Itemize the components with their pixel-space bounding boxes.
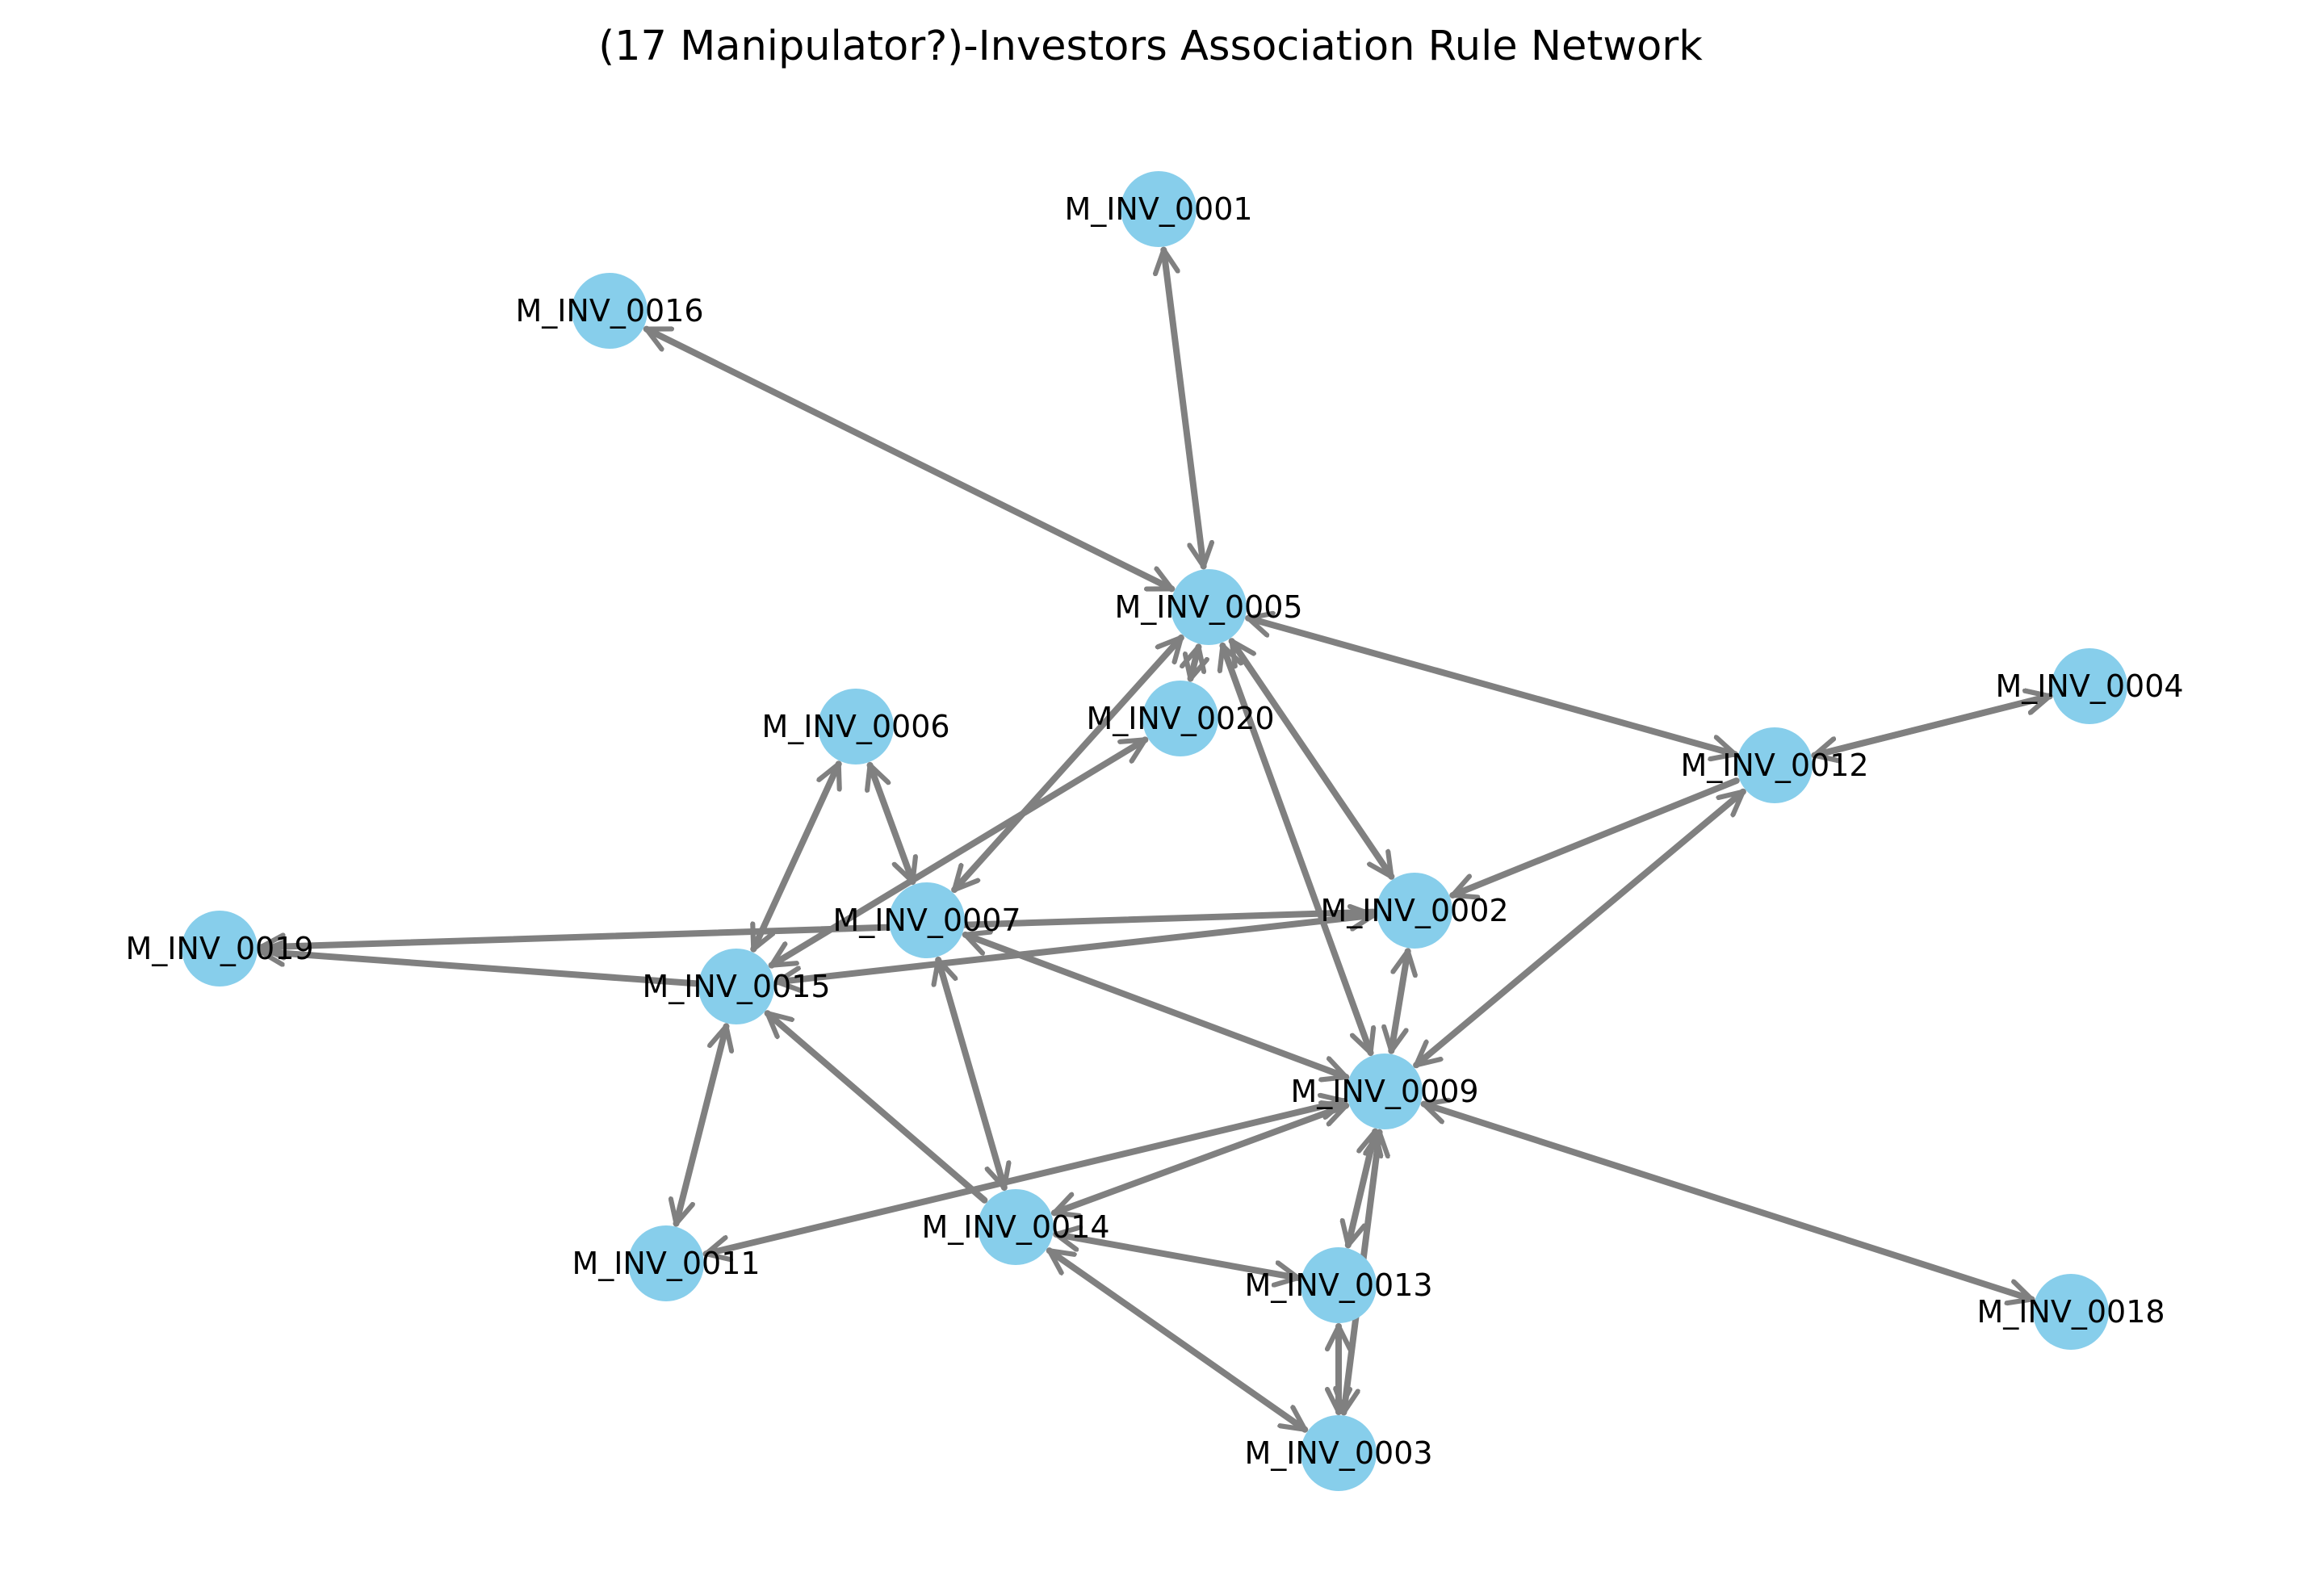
edge-m-inv-0002-to-m-inv-0009 xyxy=(1391,948,1407,1054)
node-m-inv-0006[interactable]: M_INV_0006 xyxy=(761,689,950,764)
node-circle[interactable] xyxy=(1301,1415,1377,1491)
node-label: M_INV_0006 xyxy=(761,709,949,744)
node-label: M_INV_0005 xyxy=(1114,589,1302,625)
node-m-inv-0005[interactable]: M_INV_0005 xyxy=(1114,569,1303,645)
node-circle[interactable] xyxy=(1377,873,1452,949)
node-label: M_INV_0001 xyxy=(1064,191,1252,227)
node-m-inv-0016[interactable]: M_INV_0016 xyxy=(515,273,704,349)
node-label: M_INV_0002 xyxy=(1320,893,1508,928)
node-m-inv-0011[interactable]: M_INV_0011 xyxy=(572,1225,761,1301)
node-m-inv-0002[interactable]: M_INV_0002 xyxy=(1320,873,1509,949)
edge-m-inv-0009-to-m-inv-0018 xyxy=(1420,1104,2035,1300)
edge-m-inv-0002-to-m-inv-0019 xyxy=(257,908,1377,948)
node-circle[interactable] xyxy=(1301,1247,1377,1323)
edge-m-inv-0005-to-m-inv-0007 xyxy=(951,634,1184,894)
node-m-inv-0020[interactable]: M_INV_0020 xyxy=(1086,681,1275,756)
node-label: M_INV_0011 xyxy=(572,1246,760,1281)
edge-m-inv-0012-to-m-inv-0002 xyxy=(1449,777,1740,895)
node-label: M_INV_0007 xyxy=(832,903,1021,938)
node-label: M_INV_0015 xyxy=(642,969,830,1004)
node-circle[interactable] xyxy=(889,882,965,958)
edge-m-inv-0006-to-m-inv-0007 xyxy=(870,761,913,886)
node-label: M_INV_0018 xyxy=(1976,1294,2165,1330)
edge-m-inv-0007-to-m-inv-0014 xyxy=(938,956,1004,1192)
chart-title: (17 Manipulator?)-Investors Association … xyxy=(598,23,1703,70)
node-circle[interactable] xyxy=(2033,1274,2109,1350)
edge-m-inv-0014-to-m-inv-0003 xyxy=(1046,1247,1309,1433)
node-circle[interactable] xyxy=(978,1189,1054,1265)
node-m-inv-0012[interactable]: M_INV_0012 xyxy=(1680,727,1869,803)
node-label: M_INV_0003 xyxy=(1244,1435,1432,1471)
edge-m-inv-0007-to-m-inv-0009 xyxy=(962,935,1350,1077)
node-circle[interactable] xyxy=(698,949,774,1024)
node-label: M_INV_0019 xyxy=(125,931,313,966)
node-circle[interactable] xyxy=(1142,681,1218,756)
nodes-layer: M_INV_0001M_INV_0016M_INV_0005M_INV_0004… xyxy=(125,171,2184,1491)
node-circle[interactable] xyxy=(2052,648,2127,724)
edge-m-inv-0004-to-m-inv-0012 xyxy=(1811,696,2053,755)
node-circle[interactable] xyxy=(572,273,648,349)
node-circle[interactable] xyxy=(182,911,258,987)
node-m-inv-0003[interactable]: M_INV_0003 xyxy=(1244,1415,1433,1491)
node-label: M_INV_0004 xyxy=(1995,668,2183,704)
node-label: M_INV_0009 xyxy=(1290,1074,1478,1109)
node-label: M_INV_0020 xyxy=(1086,701,1274,736)
edge-m-inv-0005-to-m-inv-0012 xyxy=(1245,618,1738,755)
node-m-inv-0013[interactable]: M_INV_0013 xyxy=(1244,1247,1433,1323)
edge-m-inv-0009-to-m-inv-0014 xyxy=(1050,1106,1350,1213)
node-m-inv-0004[interactable]: M_INV_0004 xyxy=(1995,648,2184,724)
node-circle[interactable] xyxy=(818,689,894,764)
node-m-inv-0007[interactable]: M_INV_0007 xyxy=(832,882,1021,958)
node-label: M_INV_0014 xyxy=(921,1209,1109,1245)
node-label: M_INV_0012 xyxy=(1680,748,1868,783)
edge-m-inv-0005-to-m-inv-0002 xyxy=(1228,638,1395,880)
node-m-inv-0014[interactable]: M_INV_0014 xyxy=(921,1189,1110,1265)
node-label: M_INV_0013 xyxy=(1244,1267,1432,1303)
node-circle[interactable] xyxy=(1171,569,1247,645)
node-circle[interactable] xyxy=(1737,727,1813,803)
edge-m-inv-0016-to-m-inv-0005 xyxy=(643,325,1176,593)
edge-m-inv-0006-to-m-inv-0015 xyxy=(753,760,838,953)
node-m-inv-0009[interactable]: M_INV_0009 xyxy=(1290,1054,1479,1129)
node-circle[interactable] xyxy=(1121,171,1197,247)
node-m-inv-0018[interactable]: M_INV_0018 xyxy=(1976,1274,2165,1350)
node-m-inv-0015[interactable]: M_INV_0015 xyxy=(642,949,831,1024)
edge-m-inv-0005-to-m-inv-0020 xyxy=(1191,643,1199,682)
node-m-inv-0019[interactable]: M_INV_0019 xyxy=(125,911,314,987)
edge-m-inv-0014-to-m-inv-0015 xyxy=(764,1010,988,1204)
edge-m-inv-0001-to-m-inv-0005 xyxy=(1163,246,1203,570)
edge-m-inv-0015-to-m-inv-0019 xyxy=(257,952,699,987)
edges-layer xyxy=(257,246,2053,1433)
node-label: M_INV_0016 xyxy=(515,293,703,329)
edge-m-inv-0012-to-m-inv-0009 xyxy=(1413,788,1746,1069)
node-circle[interactable] xyxy=(1347,1054,1423,1129)
node-m-inv-0001[interactable]: M_INV_0001 xyxy=(1064,171,1253,247)
node-circle[interactable] xyxy=(628,1225,704,1301)
edge-m-inv-0015-to-m-inv-0011 xyxy=(677,1023,727,1227)
